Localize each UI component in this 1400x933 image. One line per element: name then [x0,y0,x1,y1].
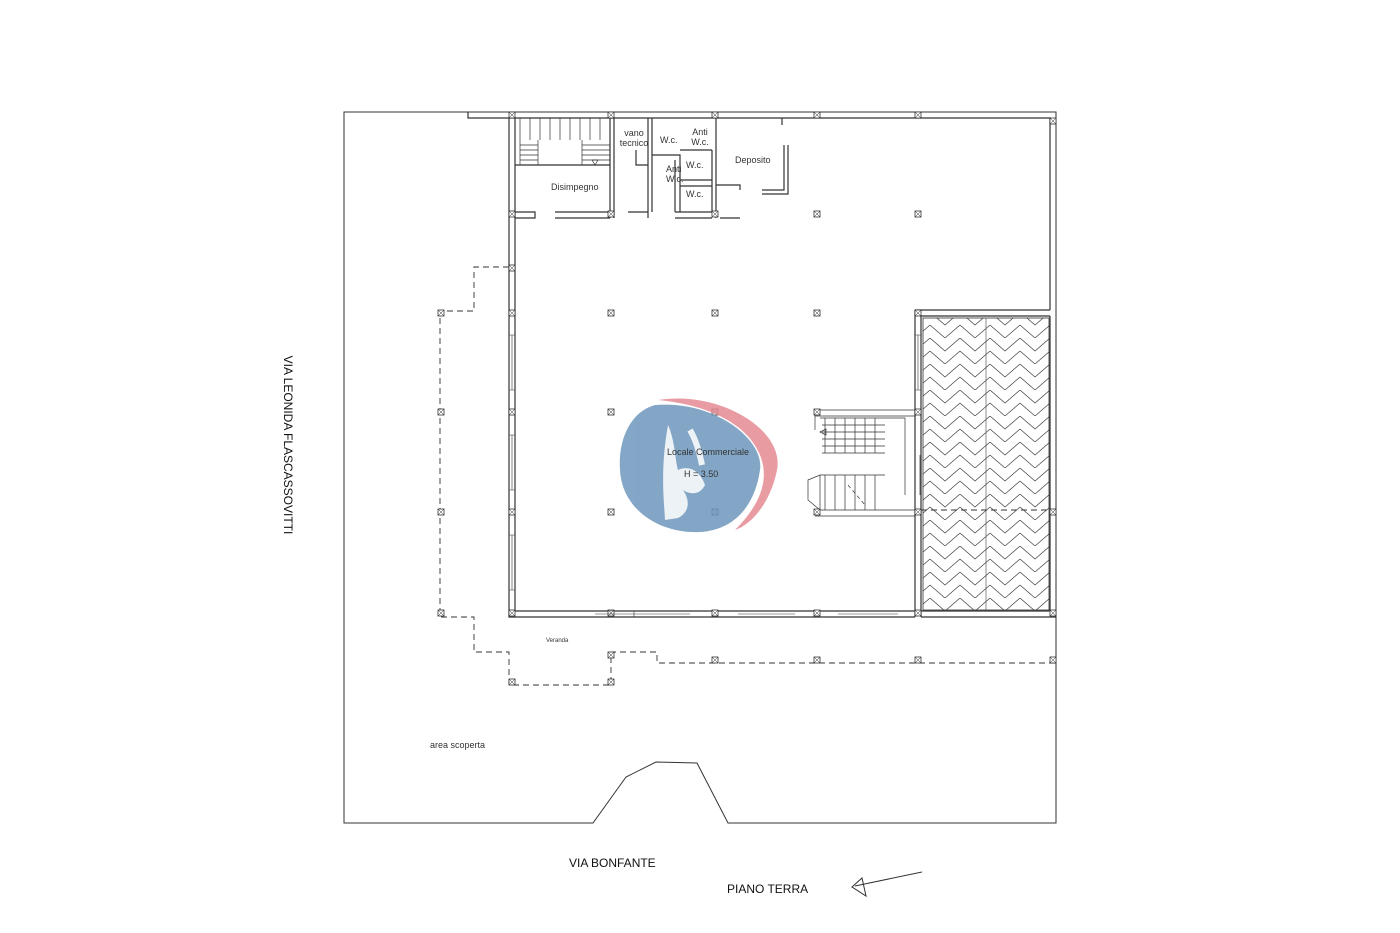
column-mark [607,651,615,659]
column-mark [508,408,516,416]
column-mark [1049,508,1057,516]
anti-left-line1: Anti [666,164,682,174]
label-street-bottom: VIA BONFANTE [569,856,656,870]
column-mark [914,408,922,416]
label-anti-wc: Anti W.c. [682,127,718,147]
column-mark [607,678,615,686]
north-arrow-icon [851,871,923,898]
label-wc-bottom: W.c. [686,189,704,199]
vano-tecnico-line1: vano [624,128,644,138]
column-mark [437,408,445,416]
column-mark [914,508,922,516]
column-mark [711,656,719,664]
column-mark [914,656,922,664]
column-mark [914,111,922,119]
column-mark [508,210,516,218]
label-disimpegno: Disimpegno [551,182,599,192]
column-mark [437,508,445,516]
column-mark [508,678,516,686]
agency-logo-icon [619,398,778,533]
column-mark [508,264,516,272]
column-mark [607,210,615,218]
column-mark [437,309,445,317]
label-street-left: VIA LEONIDA FLASCASSOVITTI [281,355,295,535]
column-mark [437,609,445,617]
column-mark [1049,656,1057,664]
label-floor: PIANO TERRA [727,882,809,896]
column-mark [813,656,821,664]
veranda-outline [439,266,1056,686]
column-mark [813,309,821,317]
column-mark [1049,117,1057,125]
column-mark [508,609,516,617]
windows [509,334,921,617]
anti-wc-line1: Anti [692,127,708,137]
column-mark [711,111,719,119]
label-anti-left: Anti W.c. [666,164,696,184]
column-mark [508,111,516,119]
column-mark [1049,609,1057,617]
column-mark [711,309,719,317]
column-mark [607,508,615,516]
vano-tecnico-line2: tecnico [619,138,649,148]
column-mark [914,609,922,617]
column-mark [914,309,922,317]
column-mark [813,210,821,218]
column-mark [711,609,719,617]
stair-internal [807,409,921,517]
label-veranda: Veranda [546,638,569,644]
label-locale-commerciale: Locale Commerciale [667,447,750,457]
column-mark [607,408,615,416]
label-wc-top: W.c. [660,135,678,145]
columns [437,111,1057,686]
column-mark [508,309,516,317]
column-mark [711,210,719,218]
column-mark [813,408,821,416]
column-mark [813,508,821,516]
column-mark [813,609,821,617]
column-mark [914,210,922,218]
label-area-scoperta: area scoperta [430,740,486,750]
anti-wc-line2: W.c. [691,137,709,147]
column-mark [607,111,615,119]
label-deposito: Deposito [735,155,771,165]
label-height: H = 3.50 [684,469,719,479]
column-mark [508,508,516,516]
anti-left-line2: W.c. [666,174,684,184]
label-wc-mid: W.c. [686,160,704,170]
column-mark [607,309,615,317]
stair-top [519,117,611,166]
column-mark [813,111,821,119]
label-vano-tecnico: vano tecnico [614,128,654,148]
lot-boundary [343,111,1057,824]
